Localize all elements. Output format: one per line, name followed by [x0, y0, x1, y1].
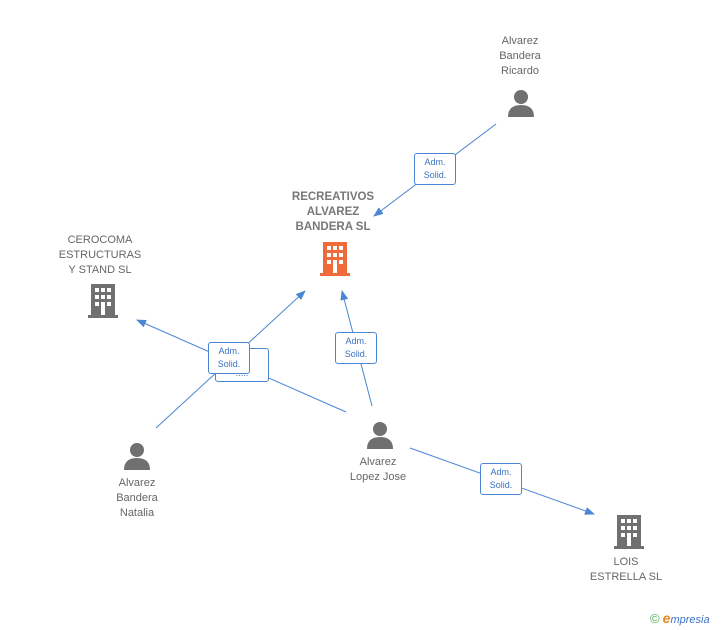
badge-line: Adm.: [218, 346, 240, 356]
person-icon[interactable]: [506, 88, 536, 118]
badge-line: Adm.: [345, 336, 367, 346]
badge-line: Solid.: [423, 170, 447, 180]
person-name-line: Bandera: [116, 492, 158, 504]
person-name-line: Alvarez: [118, 477, 156, 489]
node-jose[interactable]: Alvarez Lopez Jose: [328, 455, 428, 485]
person-name-line: Bandera: [499, 50, 541, 62]
relation-badge[interactable]: Adm. Solid.: [480, 463, 522, 495]
empresia-logo: © empresia: [650, 610, 710, 626]
brand-initial: e: [662, 610, 671, 626]
person-name-line: Lopez Jose: [349, 471, 407, 483]
node-ricardo[interactable]: Alvarez Bandera Ricardo: [470, 34, 570, 79]
person-name-line: Alvarez: [359, 456, 397, 468]
badge-line: Adm.: [490, 467, 512, 477]
person-icon[interactable]: [122, 441, 152, 471]
node-cerocoma[interactable]: CEROCOMA ESTRUCTURAS Y STAND SL: [50, 233, 150, 278]
badge-line: Solid.: [217, 359, 241, 369]
badge-line: Solid.: [489, 480, 513, 490]
person-name-line: Natalia: [119, 507, 155, 519]
relation-badge[interactable]: Adm. Solid.: [414, 153, 456, 185]
node-lois[interactable]: LOIS ESTRELLA SL: [576, 555, 676, 585]
company-name-line: CEROCOMA: [67, 234, 133, 246]
company-name-line: ESTRELLA SL: [589, 571, 663, 583]
brand-text: mpresia: [670, 614, 710, 626]
company-name-line: RECREATIVOS: [291, 191, 375, 203]
company-name-line: BANDERA SL: [295, 221, 371, 233]
copyright-symbol: ©: [650, 611, 660, 626]
node-natalia[interactable]: Alvarez Bandera Natalia: [87, 476, 187, 521]
badge-line: Solid.: [344, 349, 368, 359]
relation-badge[interactable]: Adm. Solid.: [335, 332, 377, 364]
building-icon[interactable]: [612, 515, 646, 549]
building-icon[interactable]: [318, 242, 352, 276]
person-icon[interactable]: [365, 420, 395, 450]
company-name-line: LOIS: [613, 556, 639, 568]
person-name-line: Ricardo: [501, 65, 539, 77]
company-name-line: Y STAND SL: [68, 264, 132, 276]
person-name-line: Alvarez: [501, 35, 539, 47]
relation-badge[interactable]: Adm. Solid.: [208, 342, 250, 374]
company-name-line: ESTRUCTURAS: [58, 249, 142, 261]
badge-line: Adm.: [424, 157, 446, 167]
building-icon[interactable]: [86, 284, 120, 318]
node-recreativos[interactable]: RECREATIVOS ALVAREZ BANDERA SL: [272, 190, 394, 235]
company-name-line: ALVAREZ: [306, 206, 360, 218]
